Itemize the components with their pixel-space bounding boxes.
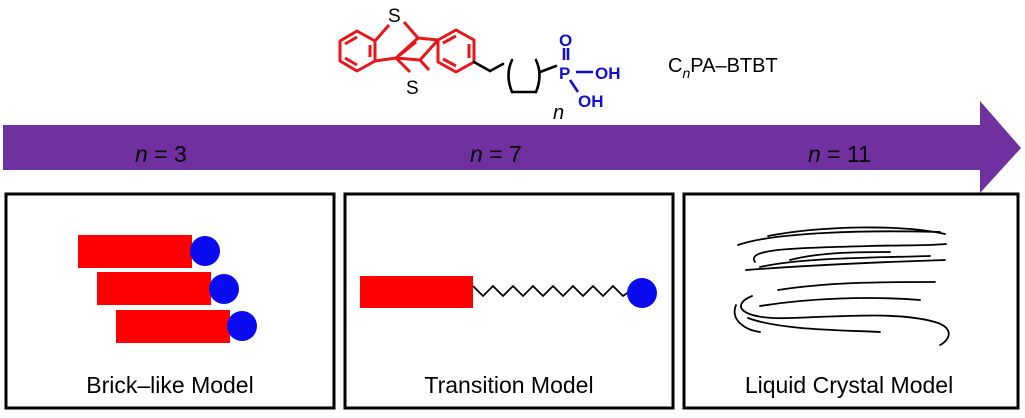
sulfur-atom-top: S xyxy=(388,6,401,27)
phosphorus-atom: P xyxy=(559,64,570,83)
panel-liquid-crystal: Liquid Crystal Model xyxy=(682,192,1020,410)
phosphonic-bonds xyxy=(562,48,593,93)
left-benzene-ring xyxy=(338,29,377,73)
panel-frame xyxy=(343,192,675,410)
panel-label-transition: Transition Model xyxy=(424,372,593,398)
panel-frame xyxy=(682,192,1020,410)
hydroxyl-right: OH xyxy=(595,64,621,83)
oxygen-atom: O xyxy=(559,31,572,50)
disordered-chains xyxy=(733,226,950,346)
alkyl-linker xyxy=(472,58,558,94)
panel-label-brick: Brick–like Model xyxy=(86,372,253,398)
molecule-name-subscript: n xyxy=(682,65,690,81)
right-benzene-ring xyxy=(436,28,476,74)
arrow-shaft xyxy=(3,101,1021,193)
arrow-label-n11: n = 11 xyxy=(808,141,871,167)
molecule-name: CnPA–BTBT xyxy=(668,55,778,81)
brick-core-2 xyxy=(97,272,211,305)
thiophene-rings xyxy=(373,21,440,74)
hydroxyl-bottom: OH xyxy=(578,92,604,111)
brick-head-2 xyxy=(209,274,239,304)
panel-frame xyxy=(4,192,336,410)
chain-index-n: n xyxy=(553,102,564,124)
brick-head-1 xyxy=(190,236,220,266)
alkyl-chain-zigzag xyxy=(472,285,631,297)
brick-core-3 xyxy=(116,310,230,343)
brick-head-3 xyxy=(227,311,257,341)
panel-label-liquid-crystal: Liquid Crystal Model xyxy=(745,372,953,398)
length-arrow xyxy=(3,101,1021,193)
brick-core-1 xyxy=(78,235,192,268)
panel-brick-like: Brick–like Model xyxy=(4,192,336,410)
transition-head xyxy=(627,278,657,308)
panel-transition: Transition Model xyxy=(343,192,675,410)
sulfur-atom-bottom: S xyxy=(406,78,419,99)
transition-core xyxy=(360,276,473,308)
molecule-structure: S S O P OH OH n xyxy=(338,6,621,124)
arrow-label-n7: n = 7 xyxy=(470,141,522,167)
arrow-label-n3: n = 3 xyxy=(135,141,187,167)
